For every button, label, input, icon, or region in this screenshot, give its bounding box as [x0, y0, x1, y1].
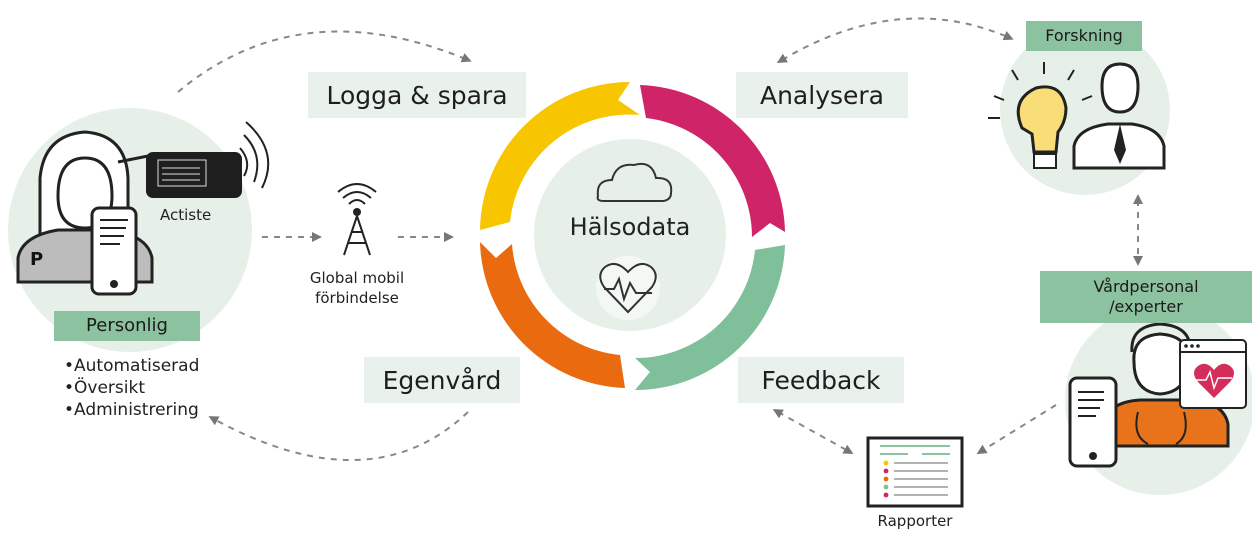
feature-list: Automatiserad Översikt Administrering — [64, 355, 199, 421]
heart-monitor-icon — [1179, 339, 1247, 409]
network-line2: förbindelse — [315, 289, 399, 307]
ring-segment-green — [635, 245, 785, 391]
network-line1: Global mobil — [309, 269, 405, 287]
patient-badge: P — [30, 249, 43, 270]
lightbulb-icon — [988, 62, 1093, 169]
antenna-icon — [337, 183, 377, 256]
report-icon — [866, 436, 964, 508]
connector-analyze-research — [776, 17, 1014, 64]
tag-caregivers: Vårdpersonal /experter — [1040, 271, 1252, 323]
feature-item: Administrering — [64, 399, 199, 421]
caregivers-line2: /experter — [1109, 297, 1183, 316]
connector-selfcare-patient — [208, 411, 469, 461]
researcher-icon — [1072, 62, 1166, 170]
stage-analyze: Analysera — [736, 72, 908, 118]
feature-item: Automatiserad — [64, 355, 199, 377]
ring-segment-magenta — [640, 85, 785, 237]
tag-research: Forskning — [1026, 21, 1142, 51]
connector-caregivers-reports — [976, 404, 1057, 455]
tag-personal: Personlig — [54, 311, 200, 341]
hub-title: Hälsodata — [569, 213, 691, 241]
heart-wave-icon — [599, 262, 657, 314]
actiste-device-icon — [117, 121, 270, 198]
cloud-icon — [596, 162, 673, 202]
feature-item: Översikt — [64, 377, 199, 399]
connector-feedback-reports — [772, 409, 854, 454]
reports-label: Rapporter — [877, 512, 953, 530]
caregiver-phone-icon — [1068, 376, 1118, 468]
caregivers-line1: Vårdpersonal — [1093, 277, 1199, 296]
hub-circle — [534, 139, 726, 331]
connector-patient-log — [177, 30, 472, 93]
smartphone-icon — [90, 206, 138, 296]
stage-feedback: Feedback — [738, 357, 904, 403]
ring-segment-orange — [480, 242, 625, 388]
device-label: Actiste — [160, 206, 212, 224]
network-label: Global mobil förbindelse — [292, 268, 422, 308]
stage-self-care: Egenvård — [364, 357, 520, 403]
stage-log-save: Logga & spara — [308, 72, 526, 118]
ring-segment-yellow — [480, 81, 640, 230]
